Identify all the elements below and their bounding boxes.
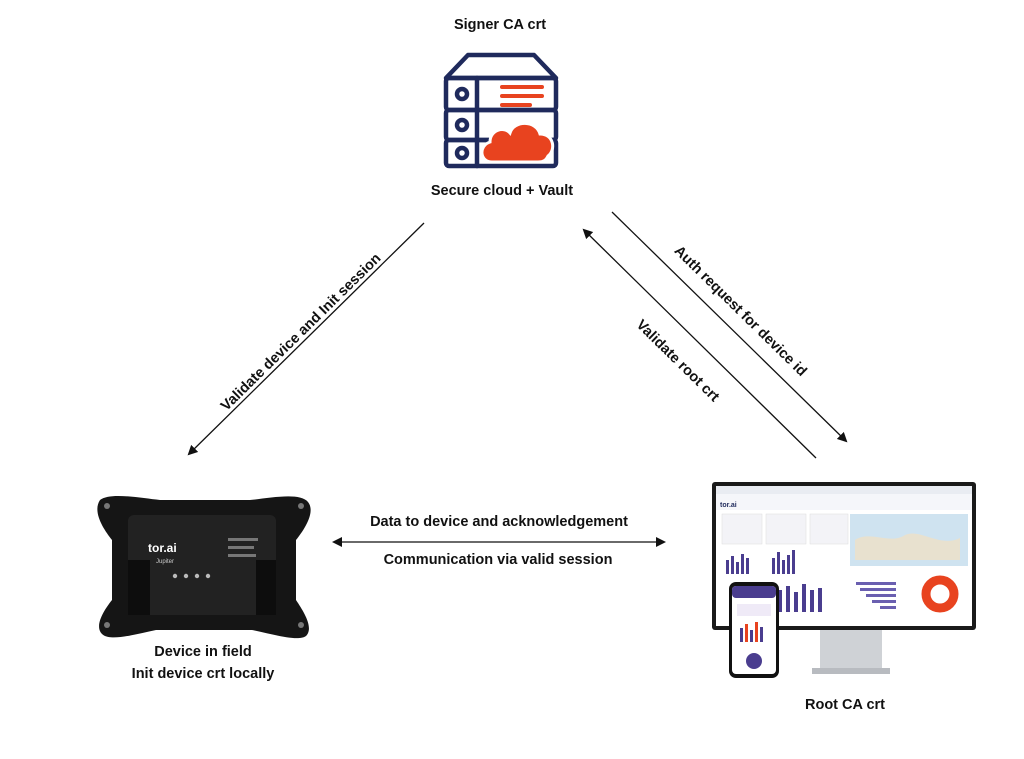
device-caption-line2: Init device crt locally xyxy=(131,666,275,682)
dashboard-donut xyxy=(921,575,959,613)
arrow-right-inner xyxy=(582,228,817,459)
signer-ca-label: Signer CA crt xyxy=(453,17,547,33)
iot-device xyxy=(97,495,311,639)
dashboard-bars xyxy=(726,550,822,612)
server-slot-lines xyxy=(500,85,544,107)
monitor-stand xyxy=(812,630,890,674)
dashboard-hbars xyxy=(856,582,896,609)
arrow-right-outer xyxy=(611,211,848,443)
edge-label-communication: Communication via valid session xyxy=(383,552,613,568)
edge-label-data-ack: Data to device and acknowledgement xyxy=(370,514,628,530)
device-model: Jupiter xyxy=(156,559,174,565)
device-brand: tor.ai xyxy=(148,541,177,555)
phone xyxy=(729,582,779,678)
cloud-icon xyxy=(480,121,555,164)
arrow-left-diagonal xyxy=(187,222,425,456)
secure-cloud-label: Secure cloud + Vault xyxy=(430,183,574,199)
monitor-brand: tor.ai xyxy=(720,502,737,509)
device-caption-line1: Device in field xyxy=(154,644,252,660)
root-ca-label: Root CA crt xyxy=(804,697,886,713)
